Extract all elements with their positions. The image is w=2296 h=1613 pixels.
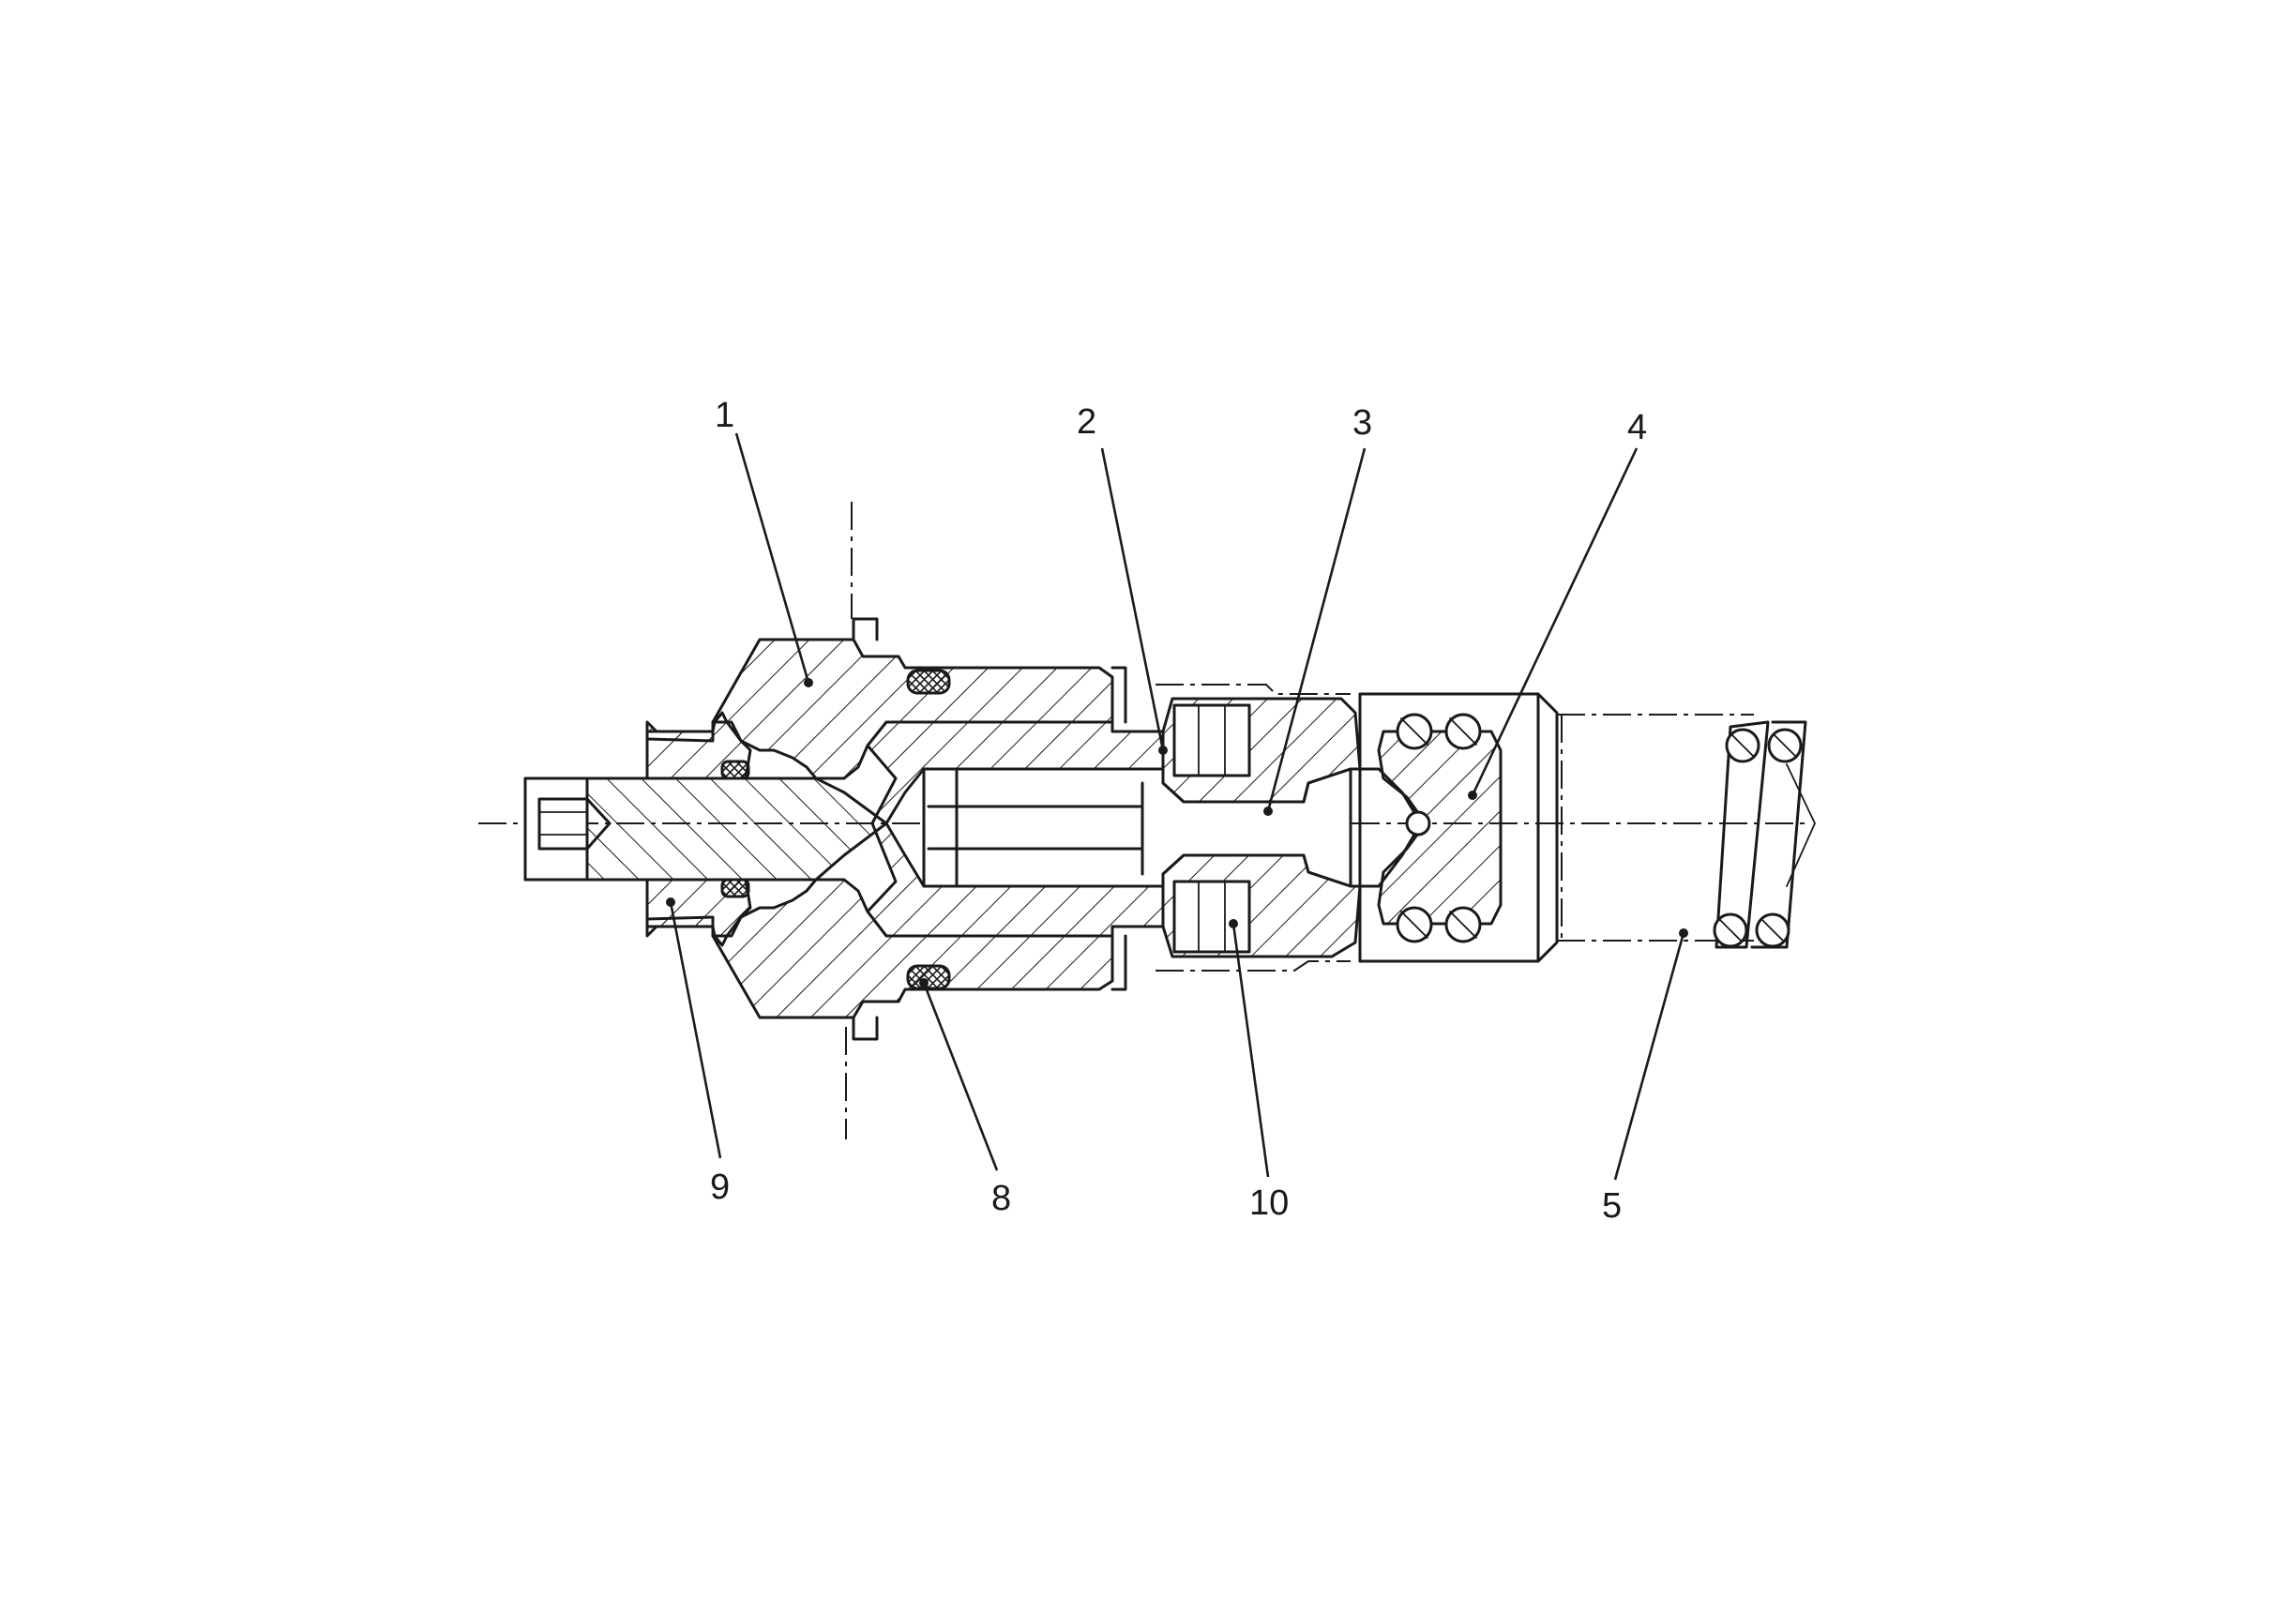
coil-spring-part-5 (1557, 714, 1816, 949)
callout-4: 4 (1627, 408, 1647, 447)
callout-labels: 1 2 3 4 5 8 9 10 (710, 396, 1647, 1226)
callout-2: 2 (1077, 402, 1096, 442)
callout-1: 1 (715, 396, 734, 435)
seals-part-8 (720, 669, 951, 990)
callout-9: 9 (710, 1168, 730, 1207)
housing-part-1 (645, 617, 1114, 1041)
callout-3: 3 (1352, 403, 1372, 443)
poppet-part-3 (922, 684, 1362, 972)
callout-8: 8 (991, 1179, 1011, 1218)
callout-5: 5 (1602, 1186, 1622, 1226)
spring-seat-part-4 (1349, 692, 1559, 963)
leader-lines (666, 432, 1688, 1181)
callout-10: 10 (1249, 1183, 1289, 1223)
valve-stem (523, 776, 888, 882)
